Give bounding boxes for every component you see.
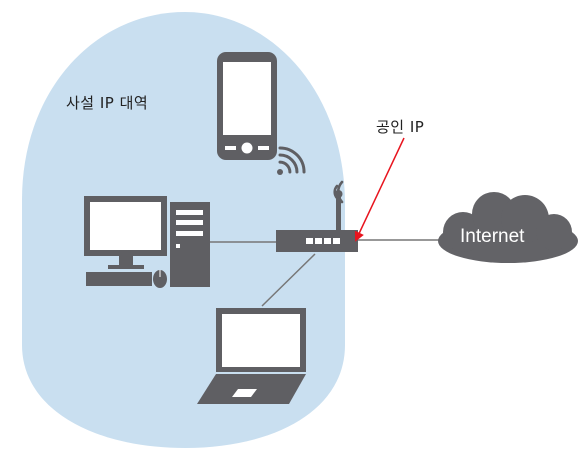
tower-case-icon bbox=[170, 202, 210, 287]
public-ip-arrow bbox=[354, 137, 405, 242]
smartphone-icon bbox=[217, 52, 277, 160]
public-ip-label: 공인 IP bbox=[376, 118, 425, 136]
mouse-icon bbox=[153, 270, 167, 288]
internet-label: Internet bbox=[460, 226, 525, 247]
laptop-icon bbox=[197, 308, 306, 404]
laptop-router-link bbox=[261, 253, 316, 307]
private-ip-range-label: 사설 IP 대역 bbox=[66, 94, 149, 112]
desktop-computer-icon bbox=[84, 196, 210, 288]
network-links bbox=[210, 239, 440, 307]
cloud-icon bbox=[438, 192, 578, 263]
wifi-signal-icon bbox=[277, 146, 306, 175]
router-icon bbox=[276, 190, 358, 252]
